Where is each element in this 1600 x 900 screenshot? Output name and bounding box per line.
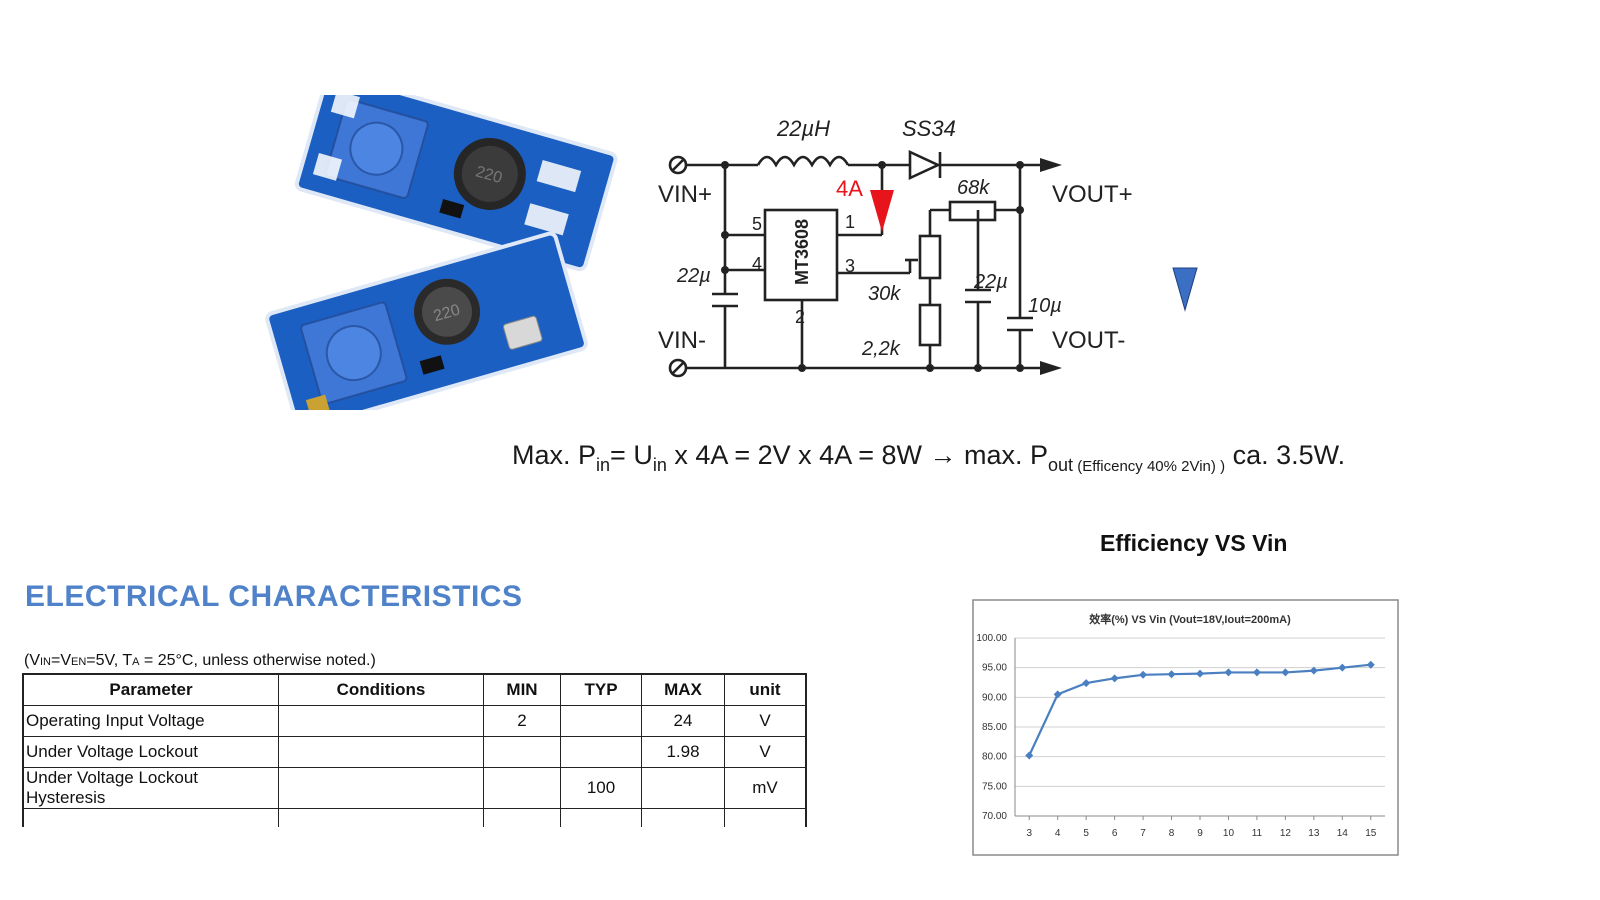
- boost-schematic: 22µH SS34 4A VIN+ VIN- VOUT+ VOUT- MT360…: [658, 116, 1198, 378]
- y-tick-label: 100.00: [976, 633, 1007, 644]
- efficiency-chart: 效率(%) VS Vin (Vout=18V,Iout=200mA) D D 1…: [972, 599, 1399, 856]
- cell-unit: mV: [724, 767, 807, 809]
- x-tick-label: 10: [1223, 828, 1235, 839]
- x-tick-label: 9: [1197, 828, 1203, 839]
- current-arrow: [870, 190, 894, 232]
- vin-minus-label: VIN-: [658, 327, 706, 354]
- header-min: MIN: [483, 673, 561, 706]
- data-point: [1025, 751, 1034, 760]
- header-typ: TYP: [560, 673, 642, 706]
- chart-title: 效率(%) VS Vin (Vout=18V,Iout=200mA): [1089, 612, 1291, 626]
- x-tick-label: 12: [1280, 828, 1292, 839]
- cell-conditions: [278, 705, 484, 737]
- cap-out1-label: 22µ: [973, 271, 1008, 293]
- cell-typ: [560, 705, 642, 737]
- cell-parameter: Under Voltage Lockout Hysteresis: [22, 767, 279, 809]
- vout-plus-label: VOUT+: [1052, 181, 1133, 208]
- x-tick-label: 4: [1055, 828, 1061, 839]
- data-point: [1252, 668, 1261, 677]
- r-top-label: 68k: [957, 177, 990, 199]
- marker-triangle: [1172, 267, 1198, 312]
- data-point: [1110, 674, 1119, 683]
- data-point: [1196, 669, 1204, 678]
- data-point: [1082, 679, 1091, 688]
- electrical-table: Parameter Conditions MIN TYP MAX unit Op…: [22, 673, 807, 827]
- electrical-title: ELECTRICAL CHARACTERISTICS: [25, 580, 523, 613]
- current-label: 4A: [836, 176, 863, 201]
- data-point: [1338, 663, 1347, 672]
- y-tick-label: 75.00: [982, 781, 1007, 792]
- y-tick-label: 95.00: [982, 663, 1007, 674]
- inductor-label: 220: [432, 302, 462, 326]
- power-formula: Max. Pin= Uin x 4A = 2V x 4A = 8W → max.…: [512, 440, 1346, 475]
- cell-typ: [560, 736, 642, 768]
- cell-min: 2: [483, 705, 561, 737]
- electrical-conditions: (VIN=VEN=5V, TA = 25°C, unless otherwise…: [24, 652, 376, 669]
- vout-minus-label: VOUT-: [1052, 327, 1125, 354]
- board-photo: 220 220: [265, 95, 618, 410]
- header-parameter: Parameter: [22, 673, 279, 706]
- y-tick-label: 70.00: [982, 811, 1007, 822]
- cap-out2-label: 10µ: [1028, 295, 1062, 317]
- y-tick-label: 85.00: [982, 722, 1007, 733]
- header-max: MAX: [641, 673, 725, 706]
- cell-parameter: Operating Input Voltage: [22, 705, 279, 737]
- data-point: [1053, 690, 1062, 699]
- data-point: [1139, 670, 1148, 679]
- table-header-row: Parameter Conditions MIN TYP MAX unit: [22, 673, 807, 706]
- cell-min: [483, 736, 561, 768]
- inductor-value: 22µH: [776, 116, 830, 141]
- data-point: [1366, 660, 1375, 669]
- efficiency-title: Efficiency VS Vin: [1100, 530, 1288, 556]
- cell-typ: 100: [560, 767, 642, 809]
- data-point: [1167, 670, 1176, 679]
- pin-2: 2: [795, 307, 805, 327]
- table-row: Operating Input Voltage 2 24 V: [22, 705, 807, 737]
- cell-parameter: Under Voltage Lockout: [22, 736, 279, 768]
- table-row-cutoff: [22, 808, 807, 827]
- cell-min: [483, 767, 561, 809]
- data-point: [1224, 668, 1233, 677]
- cell-unit: V: [724, 705, 807, 737]
- pin-5: 5: [752, 214, 762, 234]
- x-tick-label: 15: [1365, 828, 1377, 839]
- cell-conditions: [278, 767, 484, 809]
- x-tick-label: 13: [1308, 828, 1320, 839]
- cell-unit: V: [724, 736, 807, 768]
- table-row: Under Voltage Lockout 1.98 V: [22, 736, 807, 768]
- cell-conditions: [278, 736, 484, 768]
- x-tick-label: 6: [1112, 828, 1118, 839]
- x-tick-label: 14: [1337, 828, 1349, 839]
- table-row: Under Voltage Lockout Hysteresis 100 mV: [22, 767, 807, 809]
- cell-max: 1.98: [641, 736, 725, 768]
- y-tick-label: 80.00: [982, 752, 1007, 763]
- cell-max: [641, 767, 725, 809]
- y-tick-label: 90.00: [982, 692, 1007, 703]
- cap-in-label: 22µ: [676, 265, 711, 287]
- vin-plus-label: VIN+: [658, 181, 712, 208]
- pin-1: 1: [845, 212, 855, 232]
- header-conditions: Conditions: [278, 673, 484, 706]
- data-point: [1309, 666, 1318, 675]
- r-pot-label: 30k: [868, 283, 901, 305]
- ic-label: MT3608: [792, 219, 812, 285]
- diode-label: SS34: [902, 116, 956, 141]
- pin-3: 3: [845, 256, 855, 276]
- pin-4: 4: [752, 254, 762, 274]
- x-tick-label: 11: [1252, 828, 1263, 839]
- x-tick-label: 8: [1169, 828, 1175, 839]
- inductor-label: 220: [474, 163, 504, 187]
- r-bottom-label: 2,2k: [861, 338, 901, 360]
- x-tick-label: 3: [1026, 828, 1032, 839]
- x-tick-label: 7: [1140, 828, 1146, 839]
- header-unit: unit: [724, 673, 807, 706]
- cell-max: 24: [641, 705, 725, 737]
- x-tick-label: 5: [1083, 828, 1089, 839]
- data-point: [1281, 668, 1290, 677]
